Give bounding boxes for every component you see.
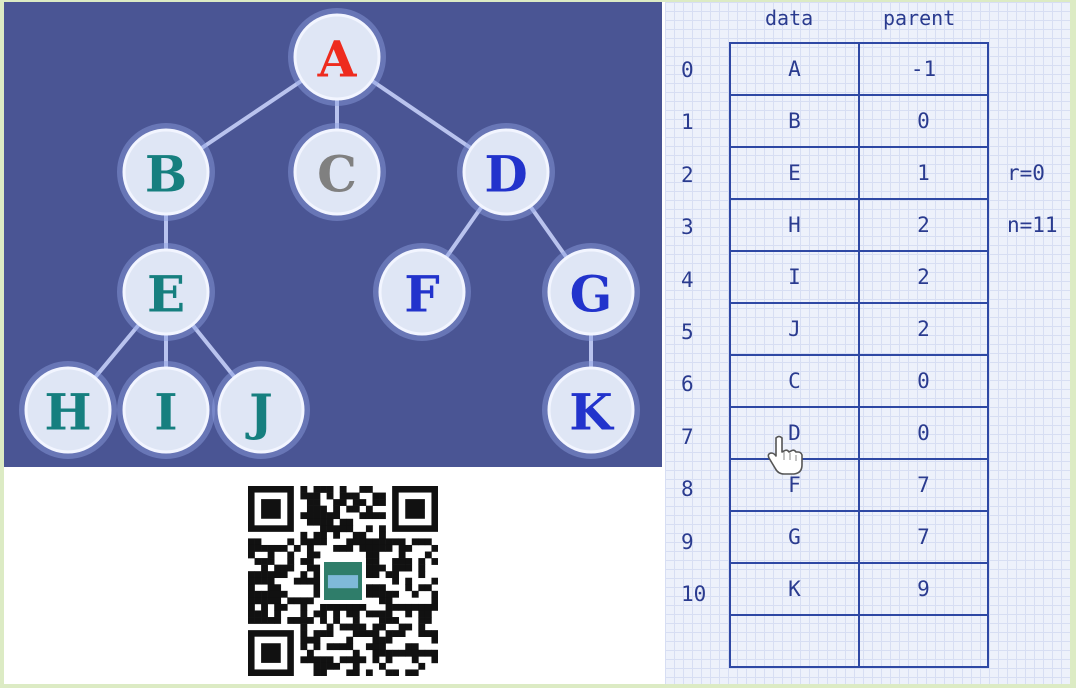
count-note: n=11 [1007,213,1058,237]
table-row [729,614,989,668]
parent-cell: 1 [858,146,989,200]
tree-node-label: C [317,145,357,204]
data-cell: H [729,198,860,252]
data-cell: J [729,302,860,356]
row-index: 8 [681,477,694,502]
tree-node-B: B [117,123,215,221]
parent-cell: 9 [858,562,989,616]
tree-node-label: K [569,383,614,442]
parent-cell: 7 [858,458,989,512]
row-index: 6 [681,372,694,397]
parent-cell: 2 [858,250,989,304]
data-cell: I [729,250,860,304]
parent-cell: 2 [858,302,989,356]
parent-cell: 0 [858,354,989,408]
row-index: 3 [681,215,694,240]
tree-node-E: E [117,243,215,341]
tree-diagram-panel: A B C D E F G H I J K [4,2,662,467]
tree-node-label: A [317,30,358,89]
data-cell: B [729,94,860,148]
qr-code-icon [248,486,439,677]
tree-node-label: J [245,383,273,442]
tree-node-label: B [145,145,187,204]
tree-node-label: H [44,383,91,442]
data-cell: A [729,42,860,96]
parent-cell: -1 [858,42,989,96]
column-header-data: data [765,6,814,30]
table-row: A-1 [729,42,989,96]
tree-node-F: F [373,243,471,341]
row-index: 1 [681,110,694,135]
parent-cell: 0 [858,94,989,148]
data-cell: C [729,354,860,408]
hand-pointer-icon [767,435,803,475]
root-note: r=0 [1007,161,1045,185]
parent-cell [858,614,989,668]
tree-node-label: E [147,265,185,324]
row-index: 0 [681,58,694,82]
data-cell: K [729,562,860,616]
data-cell: E [729,146,860,200]
tree-node-J: J [212,361,310,459]
row-index: 5 [681,320,694,344]
tree-node-D: D [457,123,555,221]
data-cell [729,614,860,668]
tree-node-label: D [484,145,527,204]
parent-cell: 2 [858,198,989,252]
parent-cell: 7 [858,510,989,564]
row-index: 2 [681,162,694,187]
tree-node-label: I [154,383,177,442]
tree-node-H: H [19,361,117,459]
row-index: 4 [681,267,694,292]
column-header-parent: parent [883,6,956,30]
tree-node-label: F [404,265,440,324]
row-index: 7 [681,424,694,449]
data-cell: G [729,510,860,564]
tree-node-C: C [288,123,386,221]
tree-node-label: G [570,265,613,324]
row-index: 9 [681,529,694,554]
tree-diagram: A B C D E F G H I J K [19,8,640,459]
row-index: 10 [681,582,707,606]
parent-cell: 0 [858,406,989,460]
tree-node-K: K [542,361,640,459]
tree-node-A: A [288,8,386,106]
tree-node-G: G [542,243,640,341]
tree-node-I: I [117,361,215,459]
